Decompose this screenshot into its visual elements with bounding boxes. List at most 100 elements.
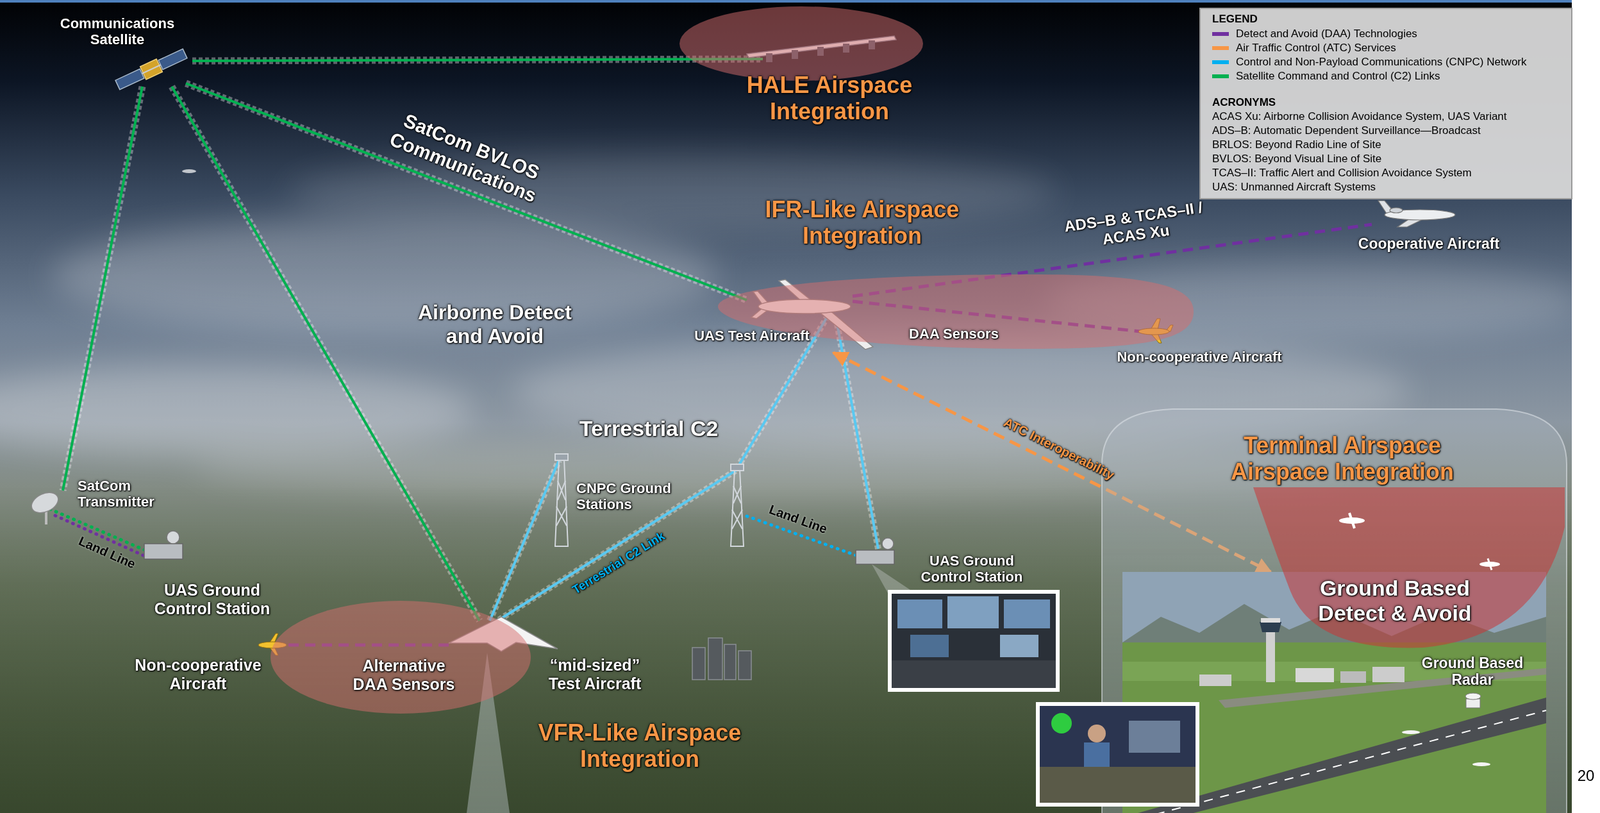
city-buildings [692,647,706,680]
ground-control-station [144,543,183,559]
cnpc-tower [733,485,742,504]
cnpc-tower [733,485,742,504]
ground-control-station [855,550,895,565]
terrestrial-c2-links [836,320,879,549]
cnpc-tower [555,453,568,461]
terrestrial-c2-links [493,469,737,624]
callout-label: Terrestrial C2 [552,416,745,442]
legend-item: Control and Non-Payload Communications (… [1212,55,1527,70]
city-buildings [692,637,752,680]
callout-label: Airborne Detect and Avoid [405,300,585,349]
callout-label: BRLOS: Beyond Radio Line of Site [1212,138,1565,152]
airport-inset [1340,671,1367,683]
satcom-transmitter [28,488,62,525]
airport-inset [1039,705,1196,803]
callout-label: Non-cooperative Aircraft [1090,348,1309,365]
gcs-photo [891,593,1056,688]
airport-inset [1479,558,1500,570]
gcs-photo [891,660,1056,688]
cnpc-tower [730,464,744,547]
text-slot: Terminal Airspace Airspace Integration [1214,432,1471,486]
text-slot: VFR-Like Airspace Integration [511,719,768,773]
legend-box [1200,8,1572,199]
callout-label: 20 [1573,766,1599,785]
text-slot: UAS Ground Control Station [910,552,1033,586]
gcs-photo [871,564,911,593]
callout-label: “mid-sized” Test Aircraft [537,655,653,693]
text-slot: DAA Sensors [899,325,1009,342]
satellite-c2-links [185,83,747,300]
gcs-photo [887,589,1060,692]
satellite-c2-links [62,86,143,491]
airport-inset [1339,512,1365,529]
text-slot: CNPC Ground Stations [576,480,686,513]
callout-label: CNPC Ground Stations [576,480,686,513]
ground-control-station [855,537,895,565]
legend-text: Satellite Command and Control (C2) Links [1235,69,1440,83]
terrestrial-c2-links [489,317,879,624]
airport-inset [1295,667,1334,683]
airport-inset [1266,630,1275,683]
zone-heading: HALE Airspace Integration [701,71,958,125]
legend-swatch [1212,74,1229,79]
cnpc-tower [557,480,566,500]
text-slot: TCAS–II: Traffic Alert and Collision Avo… [1212,166,1565,180]
airspace-zone: Alternative DAA SensorsVFR-Like Airspace… [269,596,783,777]
text-slot: “mid-sized” Test Aircraft [537,655,653,693]
airport-inset [1128,720,1181,753]
legend-text: Control and Non-Payload Communications (… [1235,55,1527,69]
gcs-photo [1000,634,1039,658]
zone-heading: VFR-Like Airspace Integration [511,719,768,773]
text-slot: ACRONYMS [1212,96,1565,109]
text-slot: IFR-Like Airspace Integration [733,196,991,250]
callout-label: UAS Test Aircraft [668,327,836,344]
ground-control-station [166,530,180,544]
terminal-zone [1101,408,1567,813]
text-slot: SatCom Transmitter [77,477,181,511]
airspace-zone: Terminal Airspace Airspace Integration [1101,406,1567,813]
text-slot: UAS Test Aircraft [668,327,836,344]
hale-zone [679,6,924,81]
zone-heading: DAA Sensors [899,325,1009,342]
callout-label: UAS Ground Control Station [910,552,1033,586]
callout-label: ADS–B: Automatic Dependent Surveillance—… [1212,124,1565,138]
callout-label: BVLOS: Beyond Visual Line of Site [1212,152,1565,166]
text-slot: Ground Based Radar [1414,654,1531,689]
airport-inset [1039,766,1196,803]
airport-inset [1339,517,1365,524]
cnpc-tower [555,458,568,547]
legend-text: Air Traffic Control (ATC) Services [1235,41,1397,55]
vfr-zone [269,596,783,777]
text-slot: BVLOS: Beyond Visual Line of Site [1212,152,1565,166]
terrestrial-c2-links [489,460,559,621]
cooperative-aircraft [1378,200,1456,227]
text-slot: HALE Airspace Integration [701,71,958,125]
satellite-c2-links [185,83,747,300]
text-slot: Communications Satellite [53,15,182,49]
gcs-photo [947,596,999,629]
airport-inset [1472,762,1491,767]
legend-item: Satellite Command and Control (C2) Links [1212,69,1440,84]
airport-inset [1372,666,1405,683]
legend-text: Detect and Avoid (DAA) Technologies [1235,27,1418,41]
city-buildings [708,637,723,680]
callout-label: Cooperative Aircraft [1332,235,1525,252]
text-slot: Airborne Detect and Avoid [405,300,585,349]
terrestrial-c2-links [836,320,879,549]
satellite-c2-links [192,58,763,61]
callout-label: LEGEND [1212,12,1405,26]
satellite-c2-links [62,86,143,491]
airspace-zone: HALE Airspace Integration [673,3,981,129]
callout-label: UAS: Unmanned Aircraft Systems [1212,180,1565,194]
cooperative-aircraft [1389,207,1403,213]
cnpc-tower [556,506,567,526]
satcom-transmitter [28,488,62,517]
zone-heading: IFR-Like Airspace Integration [733,196,991,250]
satellite-c2-links [62,58,763,621]
communications-satellite [158,48,188,70]
callout-label: TCAS–II: Traffic Alert and Collision Avo… [1212,166,1565,180]
terrestrial-c2-links [493,469,737,624]
callout-label: SatCom Transmitter [77,477,181,511]
airport-inset [1087,724,1106,743]
